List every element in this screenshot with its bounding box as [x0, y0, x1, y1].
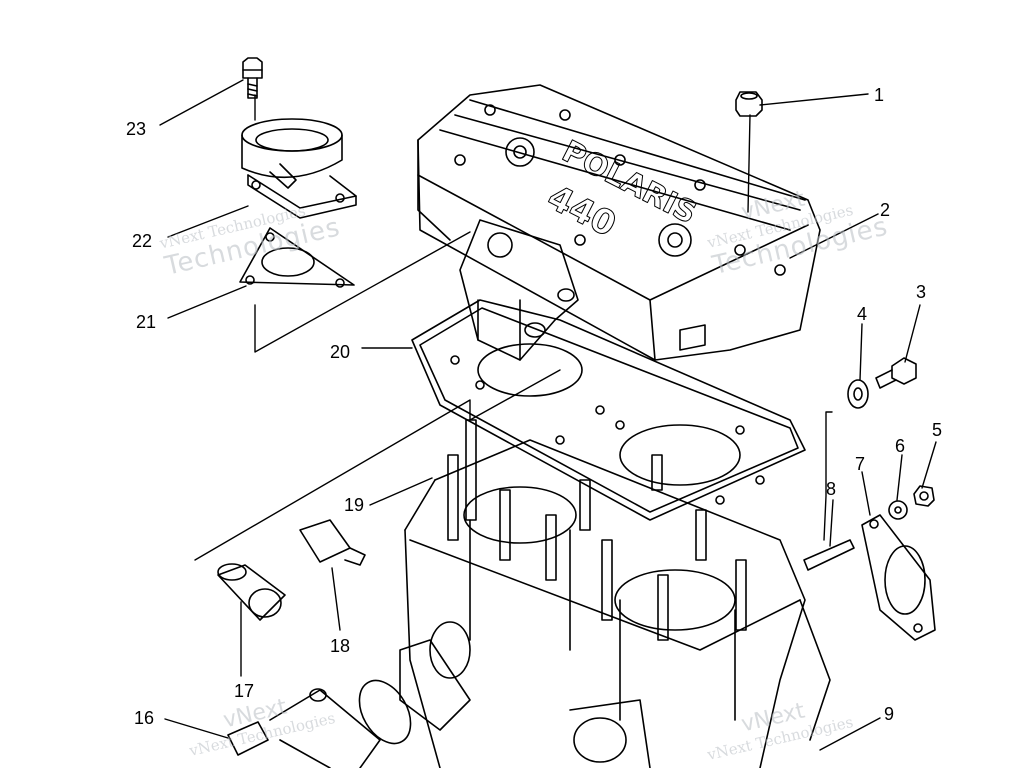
callout-19: 19 [344, 495, 364, 515]
bolt-3 [875, 357, 917, 389]
callout-23: 23 [126, 119, 146, 139]
callout-7: 7 [855, 454, 865, 474]
callout-4: 4 [857, 304, 867, 324]
callout-1: 1 [874, 85, 884, 105]
callout-6: 6 [895, 436, 905, 456]
callout-18: 18 [330, 636, 350, 656]
cylinder-block [399, 439, 831, 768]
callout-16: 16 [134, 708, 154, 728]
callout-17: 17 [234, 681, 254, 701]
washer-6 [888, 500, 908, 520]
gasket-21 [239, 227, 355, 288]
fitting-22 [241, 118, 357, 219]
studs [447, 419, 747, 641]
callout-9: 9 [884, 704, 894, 724]
head-gasket-20 [411, 219, 806, 521]
callout-20: 20 [330, 342, 350, 362]
o-ring [358, 679, 412, 745]
callout-5: 5 [932, 420, 942, 440]
leader-lines [159, 79, 937, 751]
nut-5 [913, 485, 935, 507]
callout-8: 8 [826, 479, 836, 499]
callout-labels: 1 2 3 4 5 6 7 8 9 16 17 18 19 20 21 22 2… [126, 85, 942, 728]
callout-22: 22 [132, 231, 152, 251]
bolt-23 [242, 57, 263, 99]
washer-4 [847, 379, 869, 409]
callout-3: 3 [916, 282, 926, 302]
stud-8 [803, 539, 855, 571]
sensor-19 [299, 519, 366, 566]
nut-1 [735, 91, 763, 117]
fitting-16 [227, 688, 381, 768]
callout-2: 2 [880, 200, 890, 220]
sleeve-17 [217, 563, 286, 621]
callout-21: 21 [136, 312, 156, 332]
gasket-7 [861, 514, 936, 641]
